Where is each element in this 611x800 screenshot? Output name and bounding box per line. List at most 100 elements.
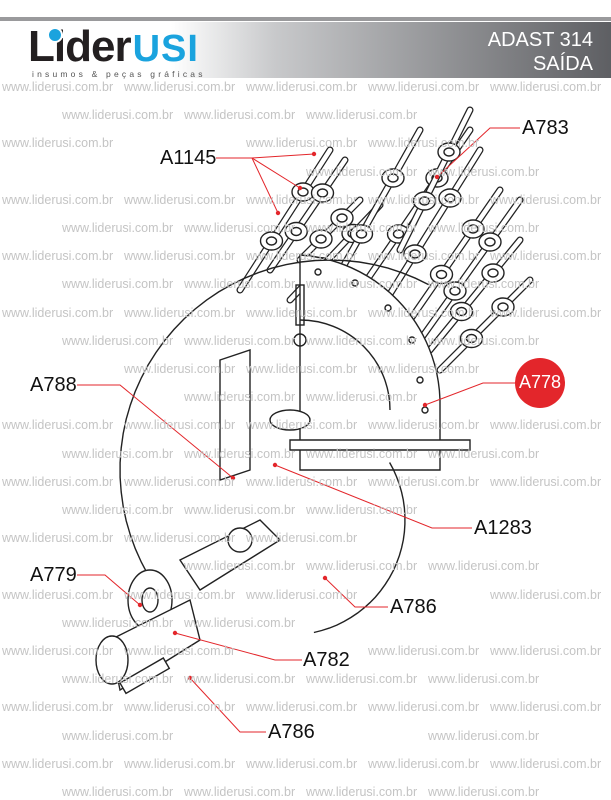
side-plate-arc [299,319,391,411]
part-label-a782[interactable]: A782 [303,649,350,671]
gear-segment-teeth [313,462,406,634]
lever-arm [178,519,282,591]
roller [437,142,461,162]
leader-lines [75,127,520,733]
machine-parts-drawing [95,106,534,695]
frame-bracket [219,349,251,481]
nut [293,333,307,347]
roller [284,221,308,242]
roller [429,264,454,285]
roller-hub [444,193,456,203]
roller [491,297,515,317]
leader-dot [137,602,143,608]
plate-hole [351,279,359,287]
roller [330,208,354,228]
leader-dot [297,185,303,191]
roller [443,281,467,301]
part-label-a779[interactable]: A779 [30,564,77,586]
rod-inner [327,127,423,293]
title-model: ADAST 314 [487,29,593,51]
rod-inner [237,147,333,293]
side-plate [299,254,441,471]
header-top-stripe [0,17,611,21]
title-section: SAÍDA [532,53,593,75]
leader-dot [275,210,281,216]
roller-hub [435,269,448,280]
roller [349,224,374,244]
roller [381,168,405,188]
leader-line [75,384,234,479]
roller-hub [487,268,499,278]
rod-inner [417,197,523,343]
roller [478,232,502,252]
roller-hub [497,302,509,312]
part-label-a786-bottom[interactable]: A786 [268,721,315,743]
part-label-a783[interactable]: A783 [522,117,569,139]
roller [481,263,505,283]
roller-hub [467,224,479,234]
roller-hub [297,187,309,197]
plate-hole [416,376,424,384]
roller-hub [316,188,329,198]
leader-line [214,153,315,159]
logo-tagline: insumos & peças gráficas [32,69,206,79]
roller-hub [265,236,278,246]
rod-inner [267,157,348,273]
part-label-a1145[interactable]: A1145 [160,147,217,169]
roller [403,244,427,264]
roller-hub [409,249,421,259]
leader-dot [311,151,317,157]
roller [309,229,333,249]
rod-inner [397,107,473,253]
roller-hub [392,229,405,239]
leader-dot [272,462,278,468]
rod-inner [377,147,483,313]
leader-line [436,127,520,178]
roller [459,328,484,349]
roller-hub [315,234,327,244]
large-gear-teeth [119,259,429,576]
rod-inner [427,237,523,353]
roller-hub [484,237,496,247]
leader-line [424,382,515,406]
part-label-a778: A778 [518,372,562,392]
part-badge-a778-highlighted[interactable]: A778 [515,358,565,408]
rod-inner [297,197,363,263]
page-header: LiderUSI insumos & peças gráficas ADAST … [0,22,611,80]
leader-line [251,157,279,214]
flange [95,635,129,685]
leader-line [75,574,141,606]
liderusi-logo: LiderUSI insumos & peças gráficas [28,25,202,80]
roller-hub [418,196,431,206]
plate-hole [408,336,416,344]
roller [449,301,474,322]
leader-line [274,464,472,529]
part-label-a1283[interactable]: A1283 [474,517,532,539]
leader-line [174,632,302,661]
cam [269,409,311,431]
part-label-a786-top[interactable]: A786 [390,596,437,618]
leader-dot [322,575,328,581]
rod-inner [437,277,533,373]
roller-hub [465,333,478,344]
page-title: ADAST 314 SAÍDA [488,28,593,76]
roller [438,188,462,208]
roller [259,231,284,251]
roller-hub [355,229,368,239]
leader-dot [422,402,428,408]
part-label-a788[interactable]: A788 [30,374,77,396]
leader-dot [230,475,236,481]
roller-hub [290,226,302,237]
roller [412,191,437,211]
roller-hub [443,147,455,157]
leader-dot [434,174,440,180]
roller-hub [455,306,468,317]
drive-shaft [289,439,471,451]
roller [310,183,335,203]
leader-dot [172,630,178,636]
stud-bolt [295,284,305,326]
leader-dot [187,675,193,681]
leader-line [251,157,301,189]
roller [461,219,485,239]
bolt [119,657,171,695]
